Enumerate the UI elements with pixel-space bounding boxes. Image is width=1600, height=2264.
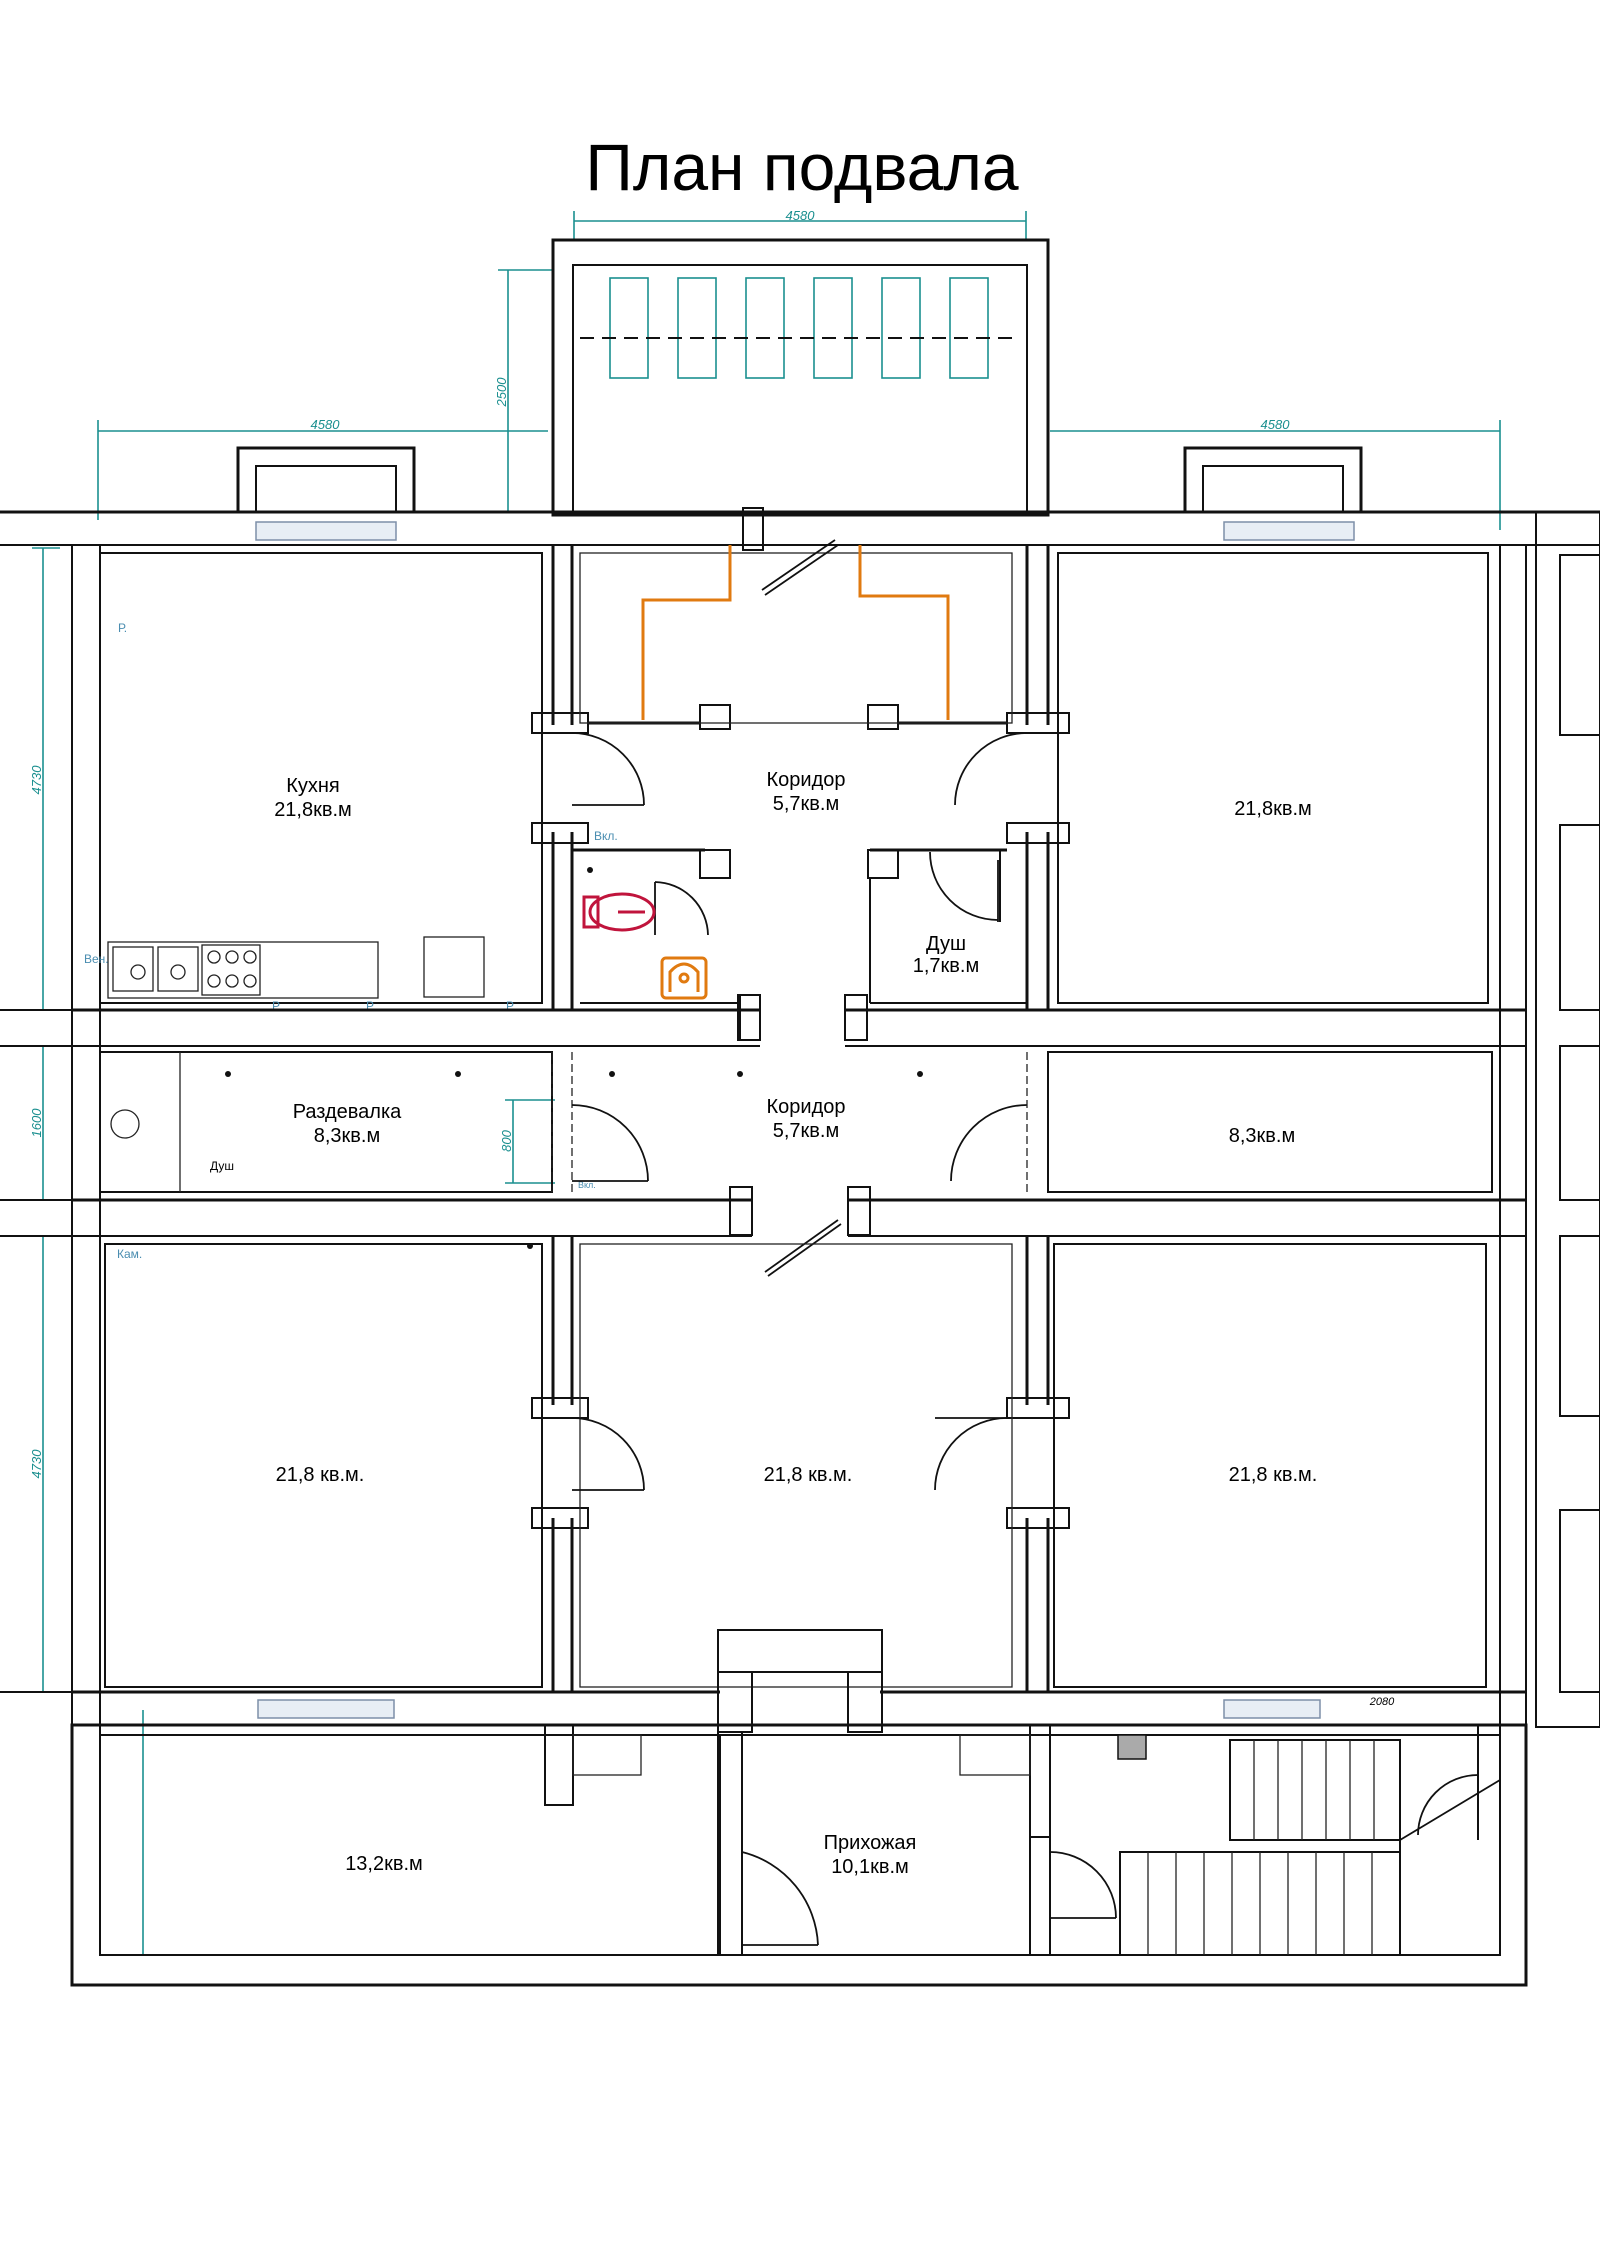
dim-left-middle: 1600 — [29, 1108, 44, 1138]
kitchen-name: Кухня — [286, 775, 340, 797]
switch-label-2: Вкл. — [578, 1180, 596, 1190]
dim-stair-width: 2080 — [1369, 1696, 1395, 1708]
dim-top-width: 4580 — [786, 208, 816, 223]
dim-compressor-depth: 2500 — [494, 377, 509, 408]
room-bl: 13,2кв.м — [70, 1724, 721, 1985]
toilet-icon — [582, 892, 656, 932]
room-e: 8,3кв.м — [1026, 1051, 1493, 1193]
corridor2-name: Коридор — [767, 1096, 846, 1118]
room-se: 21,8 кв.м. — [1053, 1243, 1487, 1688]
corridor2-area: 5,7кв.м — [773, 1120, 839, 1142]
entrance-hall: Прихожая 10,1кв.м — [717, 1629, 1117, 1955]
room-sw-area: 21,8 кв.м. — [276, 1464, 365, 1486]
dim-door-height: 800 — [499, 1129, 514, 1151]
pipe-left — [641, 545, 732, 720]
dim-left-lower: 4730 — [29, 1449, 44, 1479]
switch-label: Вкл. — [594, 829, 618, 843]
kitchen-socket-1: Р. — [118, 621, 127, 635]
sink-icon — [660, 956, 708, 1000]
dim-right-width: 4580 — [1261, 417, 1291, 432]
kitchen-socket-3: Р. — [366, 999, 375, 1013]
kam-label: Кам. — [117, 1247, 142, 1261]
outer-walls — [0, 446, 1600, 1987]
window-bottom-right — [1223, 1699, 1321, 1719]
corridor-lower: Коридор 5,7кв.м — [571, 1071, 1028, 1277]
kitchen-area: 21,8кв.м — [274, 799, 352, 821]
room-e-area: 8,3кв.м — [1229, 1125, 1295, 1147]
stair-post — [1117, 1734, 1147, 1760]
shower-name: Душ — [926, 933, 966, 955]
corridor-upper: Коридор 5,7кв.м — [571, 507, 1028, 815]
changing-area: 8,3кв.м — [314, 1125, 380, 1147]
kitchen: Кухня 21,8кв.м Р. Р. Р. Р. Вен. — [84, 552, 543, 1013]
window-top-left — [255, 521, 397, 541]
kitchen-socket-2: Р. — [272, 999, 281, 1013]
shower-room: Душ 1,7кв.м — [867, 848, 1027, 1004]
dim-left-width: 4580 — [311, 417, 341, 432]
dim-left-upper: 4730 — [29, 765, 44, 795]
compressor-tanks — [609, 277, 989, 379]
room-bl-area: 13,2кв.м — [345, 1853, 423, 1875]
changing-room: Раздевалка 8,3кв.м Душ Вкл. — [99, 1051, 596, 1193]
changing-name: Раздевалка — [293, 1101, 402, 1123]
inner-walls — [72, 545, 1526, 1726]
room-sw: Кам. 21,8 кв.м. — [104, 1243, 543, 1688]
hall-name: Прихожая — [824, 1832, 917, 1854]
room-se-area: 21,8 кв.м. — [1229, 1464, 1318, 1486]
kitchen-vent: Вен. — [84, 952, 109, 966]
room-sc-area: 21,8 кв.м. — [764, 1464, 853, 1486]
corridor1-name: Коридор — [767, 769, 846, 791]
kitchen-socket-4: Р. — [506, 999, 515, 1013]
pipe-right — [858, 545, 950, 720]
window-bottom-left — [257, 1699, 395, 1719]
staircase — [1117, 1725, 1501, 1956]
room-ne-area: 21,8кв.м — [1234, 798, 1312, 820]
compressor-room — [551, 238, 1050, 517]
shower-area: 1,7кв.м — [913, 955, 979, 977]
wc: Вкл. — [572, 829, 761, 1041]
corridor1-area: 5,7кв.м — [773, 793, 839, 815]
room-sc: 21,8 кв.м. — [571, 1243, 1013, 1688]
plan-title: План подвала — [585, 130, 1018, 204]
hall-area: 10,1кв.м — [831, 1856, 909, 1878]
room-ne: 21,8кв.м — [1057, 552, 1489, 1004]
window-top-right — [1223, 521, 1355, 541]
changing-shower-label: Душ — [210, 1159, 234, 1173]
